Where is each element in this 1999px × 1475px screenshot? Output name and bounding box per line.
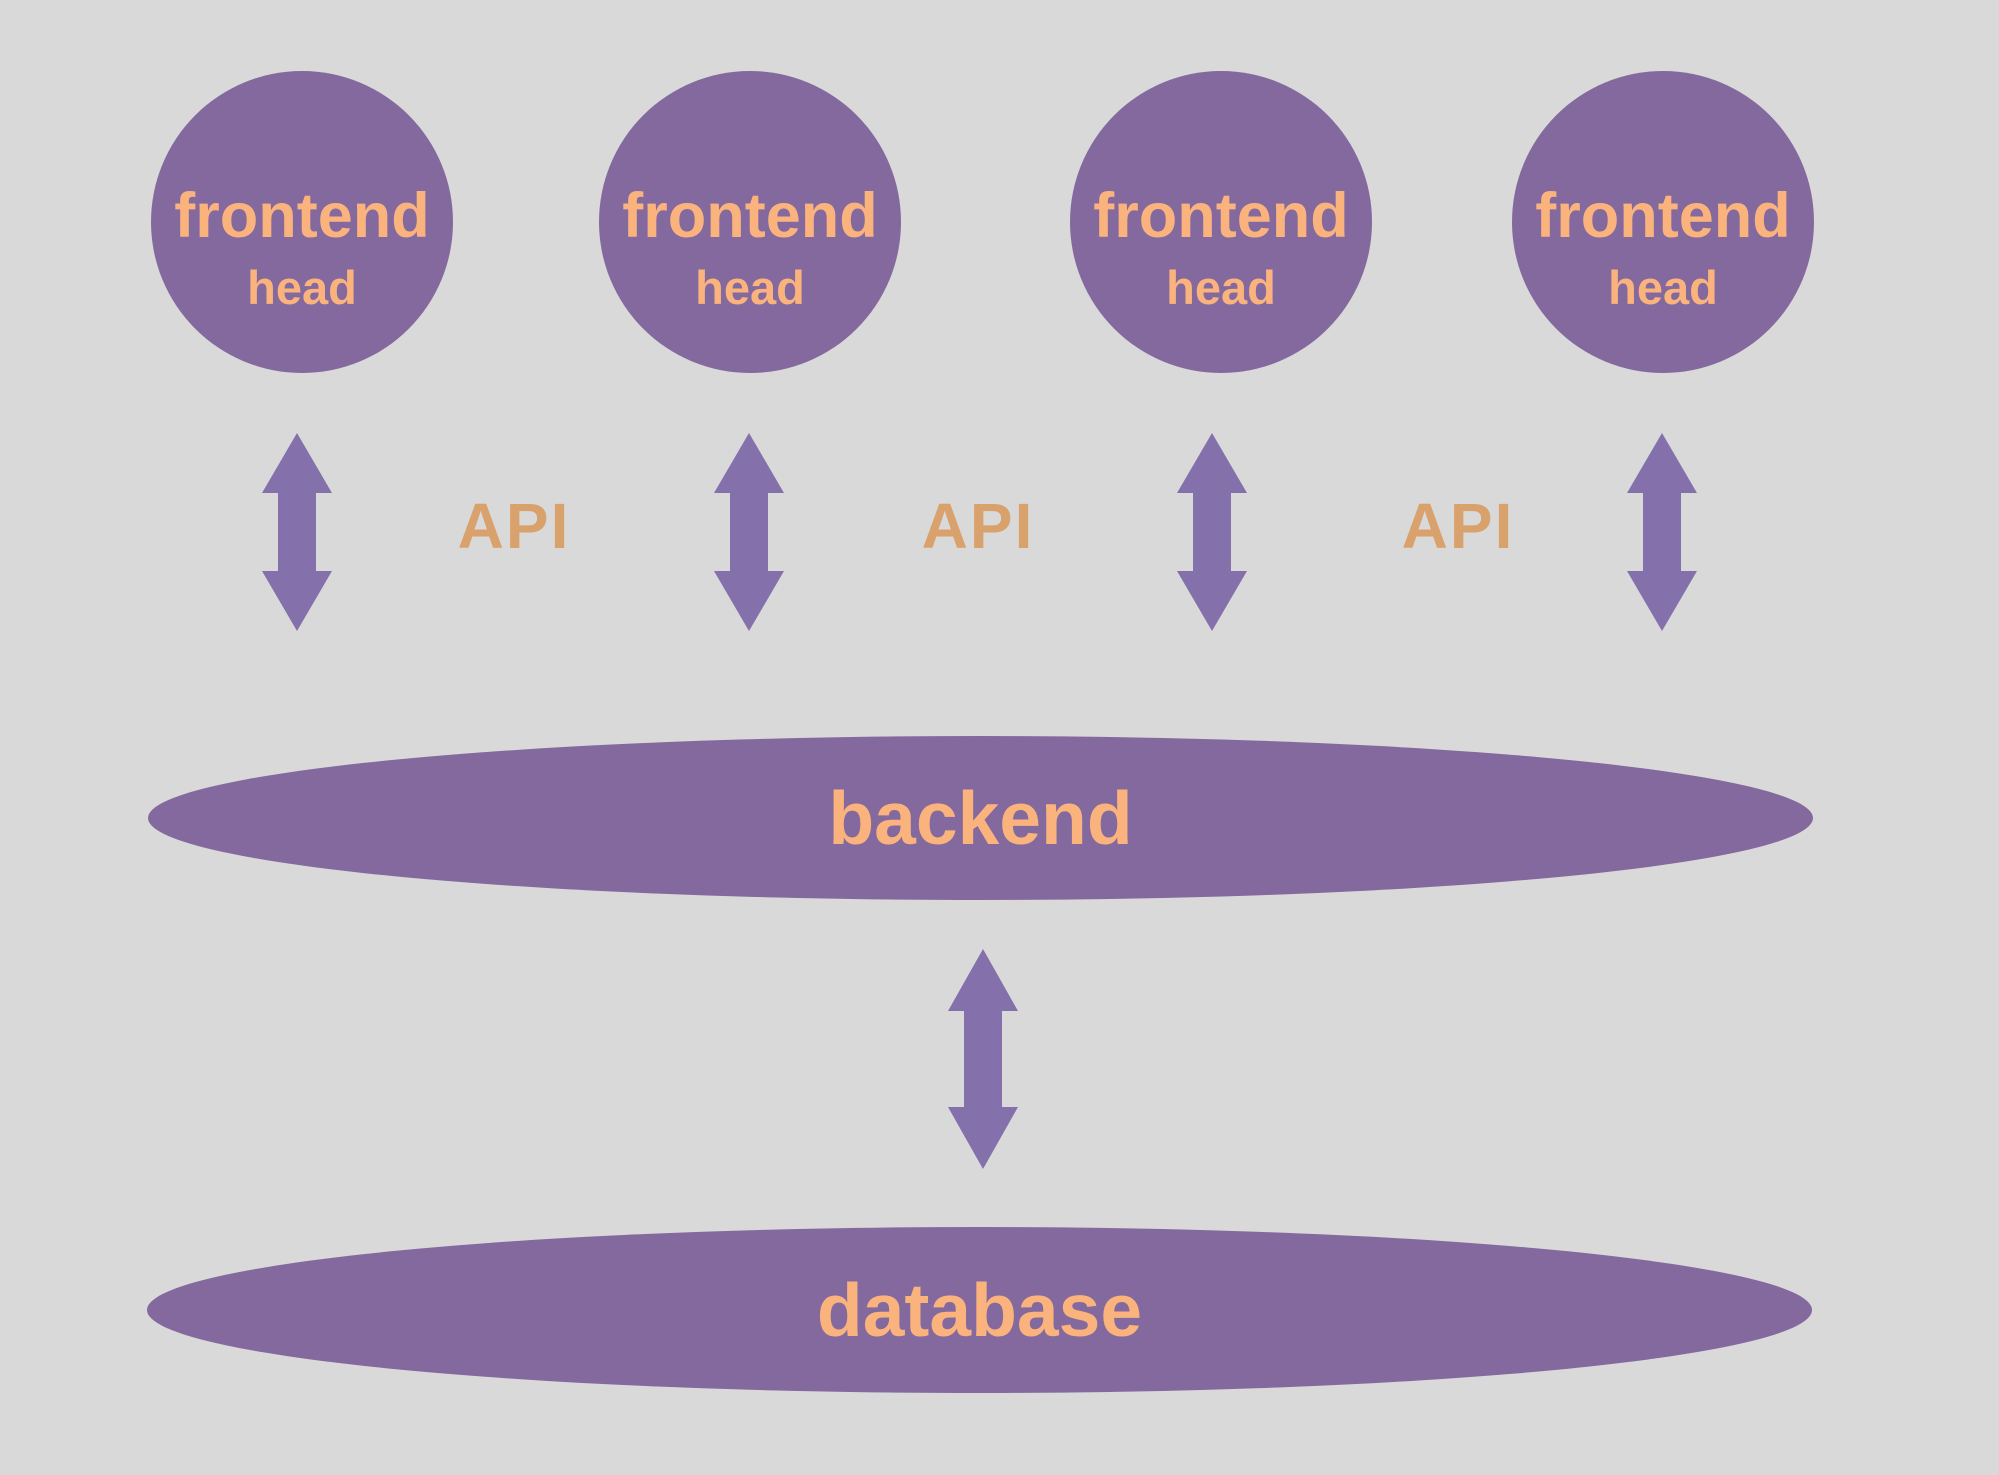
up-down-arrow-icon [712, 433, 786, 631]
up-down-arrow-icon [947, 949, 1019, 1169]
frontend-node-title: frontend [174, 181, 430, 251]
frontend-node-title: frontend [1535, 181, 1791, 251]
frontend-head-node-2: frontend head [599, 71, 901, 373]
up-down-arrow-icon [260, 433, 334, 631]
frontend-node-text: frontend head [174, 181, 430, 314]
frontend-node-subtitle: head [1166, 261, 1276, 314]
frontend-node-text: frontend head [622, 181, 878, 314]
frontend-node-subtitle: head [247, 261, 357, 314]
frontend-node-subtitle: head [1608, 261, 1718, 314]
frontend-head-node-3: frontend head [1070, 71, 1372, 373]
frontend-node-subtitle: head [695, 261, 805, 314]
frontend-head-node-4: frontend head [1512, 71, 1814, 373]
database-node: database [147, 1227, 1812, 1393]
frontend-node-title: frontend [622, 181, 878, 251]
api-label: API [457, 490, 571, 562]
frontend-head-node-1: frontend head [151, 71, 453, 373]
database-label: database [816, 1267, 1143, 1352]
backend-label: backend [828, 775, 1133, 860]
up-down-arrow-icon [1625, 433, 1699, 631]
up-down-arrow-icon [1175, 433, 1249, 631]
api-label: API [1401, 490, 1515, 562]
frontend-node-title: frontend [1093, 181, 1349, 251]
api-label: API [921, 490, 1035, 562]
frontend-node-text: frontend head [1093, 181, 1349, 314]
backend-node: backend [148, 736, 1813, 900]
frontend-node-text: frontend head [1535, 181, 1791, 314]
